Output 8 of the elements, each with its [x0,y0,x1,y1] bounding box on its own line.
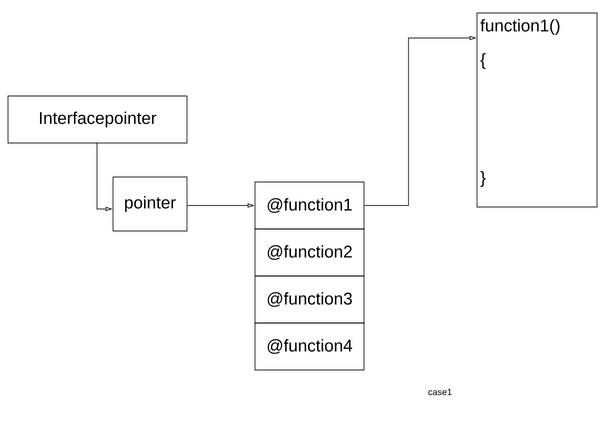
box: Interfacepointer [8,96,188,144]
caption: case1 [428,388,452,396]
box: pointer [112,176,188,232]
box: @function3 [254,276,364,324]
code-box: function1() { } [476,12,598,208]
box: @function2 [254,228,364,276]
box: @function4 [254,322,364,370]
box: @function1 [254,182,364,230]
